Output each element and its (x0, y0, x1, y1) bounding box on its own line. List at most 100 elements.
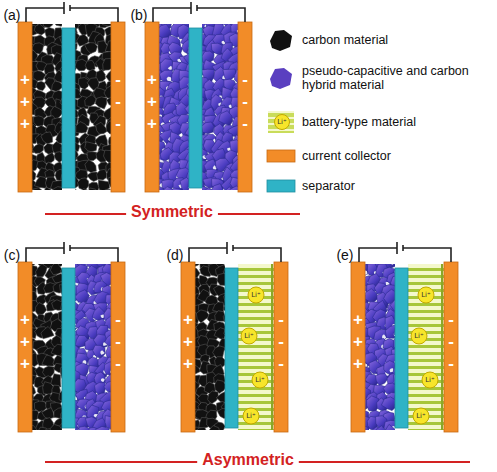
carbon-particle (32, 424, 38, 430)
li-ion (422, 372, 438, 388)
carbon-particle (85, 95, 96, 107)
hybrid-speck (100, 350, 104, 354)
carbon-particle (86, 188, 99, 190)
li-ion (413, 408, 429, 424)
carbon-material (195, 264, 225, 430)
carbon-particle (75, 189, 80, 190)
minus-sign: - (242, 114, 248, 134)
swatch-svg (266, 65, 296, 91)
carbon-particle (42, 355, 55, 366)
carbon-particle (33, 188, 45, 190)
plus-sign: + (147, 70, 157, 90)
hybrid-speck (167, 77, 172, 82)
plus-sign: + (183, 332, 193, 352)
carbon-particle (32, 144, 44, 154)
swatch-svg (266, 27, 296, 53)
hybrid-particle (391, 264, 395, 266)
minus-sign: - (115, 332, 121, 352)
hybrid-particle (159, 185, 164, 190)
battery-material (238, 264, 274, 430)
minus-sign: - (278, 354, 284, 374)
carbon-particle (223, 430, 225, 431)
hybrid-particle (365, 426, 369, 431)
hybrid-particle (376, 374, 389, 386)
circuit-wire (26, 2, 118, 22)
minus-sign: - (448, 332, 454, 352)
separator (62, 28, 75, 188)
separator (189, 28, 202, 188)
plus-sign: + (20, 332, 30, 352)
li-ion (411, 328, 427, 344)
carbon-particle (42, 24, 54, 28)
minus-sign: - (242, 92, 248, 112)
hybrid-particle (385, 325, 395, 339)
hybrid-particle (180, 178, 189, 191)
minus-sign: - (278, 332, 284, 352)
group-title: Asymmetric (199, 451, 297, 469)
group-title: Symmetric (128, 203, 216, 221)
carbon-particle (85, 142, 97, 152)
li-ion (241, 328, 257, 344)
carbon-particle (36, 303, 47, 316)
li-ion (248, 287, 264, 303)
plus-sign: + (20, 310, 30, 330)
battery-material (408, 264, 444, 430)
group-rule (45, 461, 197, 463)
hybrid-particle (202, 122, 214, 134)
panel-letter: (a) (3, 7, 20, 23)
hybrid-particle (230, 186, 239, 190)
hybrid-material (202, 24, 238, 190)
cell (351, 242, 458, 441)
minus-sign: - (115, 70, 121, 90)
panel-letter: (e) (336, 247, 353, 263)
carbon-particle (97, 169, 107, 180)
hybrid-particle (184, 49, 189, 63)
current-collector (111, 22, 125, 192)
plus-sign: + (20, 70, 30, 90)
carbon-particle (76, 122, 88, 133)
minus-sign: - (115, 114, 121, 134)
plus-sign: + (147, 114, 157, 134)
li-ion-label: Li⁺ (416, 412, 426, 420)
carbon-particle (53, 187, 62, 190)
li-ion-label: Li⁺ (244, 332, 254, 340)
panel-letter: (c) (4, 247, 20, 263)
plus-sign: + (20, 92, 30, 112)
group-rule (218, 213, 300, 215)
hybrid-material (159, 24, 189, 190)
carbon-particle (195, 427, 207, 430)
carbon-particle (50, 424, 62, 430)
carbon-particle (78, 178, 89, 190)
plus-sign: + (183, 310, 193, 330)
hybrid-particle (219, 111, 233, 126)
hybrid-particle (211, 184, 225, 190)
carbon-particle (104, 150, 112, 163)
carbon-particle (59, 389, 62, 402)
legend-swatch (266, 173, 296, 199)
swatch-shape (268, 111, 294, 133)
minus-sign: - (278, 310, 284, 330)
carbon-particle (43, 187, 54, 190)
group-rule (45, 213, 126, 215)
plus-sign: + (20, 354, 30, 374)
minus-sign: - (448, 310, 454, 330)
carbon-particle (98, 180, 109, 190)
carbon-particle (44, 153, 54, 164)
hybrid-particle (104, 362, 111, 376)
legend-swatch (266, 65, 296, 91)
carbon-particle (106, 121, 111, 134)
current-collector (145, 22, 159, 192)
hybrid-particle (384, 424, 396, 430)
battery-backbone (441, 264, 443, 430)
separator (395, 268, 408, 428)
carbon-particle (216, 392, 225, 403)
carbon-particle (104, 85, 111, 99)
current-collector (181, 262, 195, 432)
carbon-particle (85, 43, 98, 54)
carbon-particle (36, 81, 45, 90)
swatch-shape (270, 68, 292, 89)
legend-text: battery-type material (302, 115, 487, 129)
circuit-wire (153, 2, 245, 22)
li-ion (243, 408, 259, 424)
